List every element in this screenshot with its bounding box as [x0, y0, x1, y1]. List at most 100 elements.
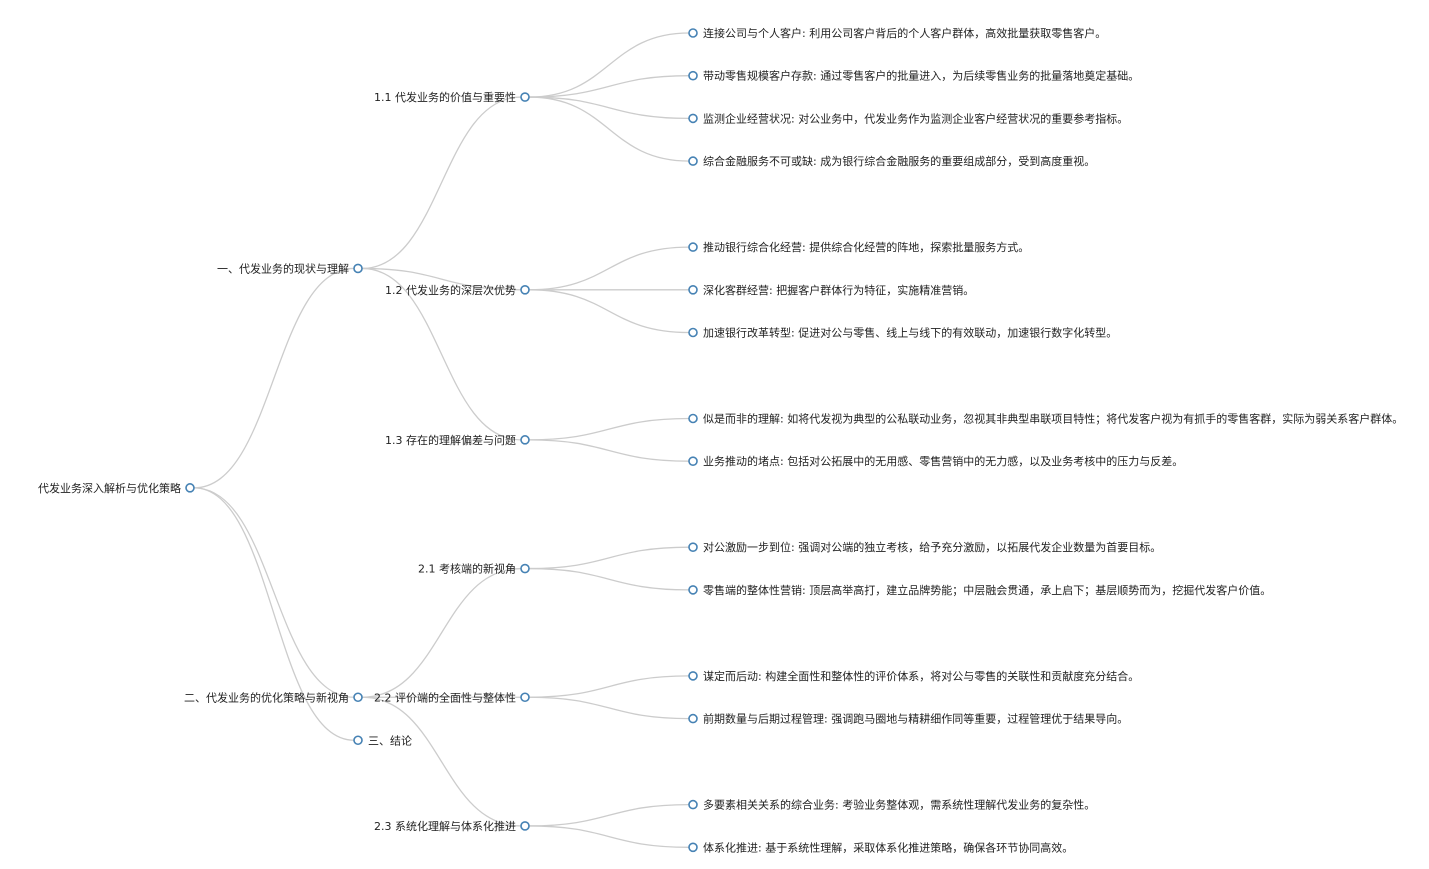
mindmap-link	[361, 696, 522, 827]
mindmap-link	[193, 267, 355, 489]
node-label: 监测企业经营状况: 对公业务中，代发业务作为监测企业客户经营状况的重要参考指标。	[703, 111, 1128, 125]
node-label: 二、代发业务的优化策略与新视角	[184, 690, 349, 704]
mindmap-link	[528, 567, 690, 591]
mindmap-link	[528, 675, 690, 698]
node-label: 零售端的整体性营销: 顶层高举高打，建立品牌势能；中层融会贯通，承上启下；基层顺…	[703, 583, 1271, 597]
mindmap-link	[361, 96, 522, 270]
mindmap-node[interactable]: 推动银行综合化经营: 提供综合化经营的阵地，探索批量服务方式。	[688, 240, 1029, 254]
mindmap-node[interactable]: 1.1 代发业务的价值与重要性	[374, 90, 530, 104]
node-dot[interactable]	[353, 735, 363, 746]
node-label: 连接公司与个人客户: 利用公司客户背后的个人客户群体，高效批量获取零售客户。	[703, 26, 1106, 40]
mindmap-link	[528, 75, 690, 98]
collapse-toggle-dot[interactable]	[185, 483, 195, 493]
node-label: 1.1 代发业务的价值与重要性	[374, 90, 516, 104]
node-label: 对公激励一步到位: 强调对公端的独立考核，给予充分激励，以拓展代发企业数量为首要…	[703, 540, 1161, 554]
mindmap-node[interactable]: 前期数量与后期过程管理: 强调跑马圈地与精耕细作同等重要，过程管理优于结果导向。	[688, 712, 1128, 726]
node-label: 前期数量与后期过程管理: 强调跑马圈地与精耕细作同等重要，过程管理优于结果导向。	[703, 712, 1128, 726]
mindmap-link	[528, 289, 690, 334]
node-label: 似是而非的理解: 如将代发视为典型的公私联动业务，忽视其非典型串联项目特性；将代…	[703, 412, 1403, 426]
mindmap-link	[528, 439, 690, 462]
mindmap-node[interactable]: 连接公司与个人客户: 利用公司客户背后的个人客户群体，高效批量获取零售客户。	[688, 26, 1106, 40]
node-label: 2.1 考核端的新视角	[418, 562, 516, 576]
mindmap-node[interactable]: 体系化推进: 基于系统性理解，采取体系化推进策略，确保各环节协同高效。	[688, 840, 1073, 854]
collapse-toggle-dot[interactable]	[353, 263, 363, 274]
mindmap-link	[528, 96, 690, 120]
mindmap-link	[361, 267, 522, 441]
mindmap-node[interactable]: 监测企业经营状况: 对公业务中，代发业务作为监测企业客户经营状况的重要参考指标。	[688, 111, 1128, 125]
node-label: 2.3 系统化理解与体系化推进	[374, 819, 516, 833]
mindmap-node[interactable]: 1.3 存在的理解偏差与问题	[385, 433, 530, 447]
mindmap-node[interactable]: 三、结论	[353, 733, 412, 747]
collapse-toggle-dot[interactable]	[520, 435, 530, 445]
mindmap-node[interactable]: 加速银行改革转型: 促进对公与零售、线上与线下的有效联动，加速银行数字化转型。	[688, 326, 1117, 340]
mindmap-node[interactable]: 零售端的整体性营销: 顶层高举高打，建立品牌势能；中层融会贯通，承上启下；基层顺…	[688, 583, 1271, 597]
mindmap-link	[193, 487, 355, 698]
node-label: 综合金融服务不可或缺: 成为银行综合金融服务的重要组成部分，受到高度重视。	[703, 154, 1095, 168]
mindmap-node[interactable]: 1.2 代发业务的深层次优势	[385, 283, 530, 297]
mindmap-link	[528, 825, 690, 848]
collapse-toggle-dot[interactable]	[520, 284, 530, 295]
mindmap-link	[193, 487, 355, 741]
node-label: 业务推动的堵点: 包括对公拓展中的无用感、零售营销中的无力感，以及业务考核中的压…	[703, 454, 1183, 468]
node-dot[interactable]	[688, 28, 698, 38]
mindmap-node[interactable]: 似是而非的理解: 如将代发视为典型的公私联动业务，忽视其非典型串联项目特性；将代…	[688, 412, 1403, 426]
node-label: 1.2 代发业务的深层次优势	[385, 283, 516, 297]
collapse-toggle-dot[interactable]	[353, 692, 363, 703]
mindmap-link	[528, 696, 690, 720]
mindmap-node[interactable]: 谋定而后动: 构建全面性和整体性的评价体系，将对公与零售的关联性和贡献度充分结合…	[688, 669, 1139, 683]
node-dot[interactable]	[688, 713, 698, 724]
node-dot[interactable]	[688, 842, 698, 853]
node-dot[interactable]	[688, 242, 698, 252]
node-label: 推动银行综合化经营: 提供综合化经营的阵地，探索批量服务方式。	[703, 240, 1029, 254]
mindmap-link	[361, 567, 522, 698]
mindmap-links	[193, 32, 690, 848]
mindmap-node[interactable]: 一、代发业务的现状与理解	[217, 261, 363, 275]
node-dot[interactable]	[688, 284, 698, 295]
node-dot[interactable]	[688, 542, 698, 553]
node-label: 1.3 存在的理解偏差与问题	[385, 433, 516, 447]
node-label: 加速银行改革转型: 促进对公与零售、线上与线下的有效联动，加速银行数字化转型。	[703, 326, 1117, 340]
collapse-toggle-dot[interactable]	[520, 92, 530, 102]
mindmap-node[interactable]: 多要素相关关系的综合业务: 考验业务整体观，需系统性理解代发业务的复杂性。	[688, 798, 1095, 812]
mindmap-link	[528, 96, 690, 162]
mindmap-link	[528, 803, 690, 827]
node-dot[interactable]	[688, 585, 698, 595]
node-dot[interactable]	[688, 113, 698, 124]
mindmap-node[interactable]: 2.2 评价端的全面性与整体性	[374, 690, 530, 704]
node-label: 深化客群经营: 把握客户群体行为特征，实施精准营销。	[703, 283, 974, 297]
mindmap-node[interactable]: 综合金融服务不可或缺: 成为银行综合金融服务的重要组成部分，受到高度重视。	[688, 154, 1095, 168]
node-dot[interactable]	[688, 156, 698, 166]
mindmap-link	[361, 267, 522, 291]
node-label: 代发业务深入解析与优化策略	[38, 481, 181, 495]
mindmap-link	[528, 246, 690, 291]
mindmap-nodes: 代发业务深入解析与优化策略 一、代发业务的现状与理解 1.1 代发业务的价值与重要性…	[38, 26, 1403, 854]
mindmap-node[interactable]: 对公激励一步到位: 强调对公端的独立考核，给予充分激励，以拓展代发企业数量为首要…	[688, 540, 1161, 554]
node-label: 三、结论	[368, 733, 412, 747]
mindmap-node[interactable]: 带动零售规模客户存款: 通过零售客户的批量进入，为后续零售业务的批量落地奠定基础…	[688, 69, 1139, 83]
mindmap-node[interactable]: 2.3 系统化理解与体系化推进	[374, 819, 530, 833]
collapse-toggle-dot[interactable]	[520, 563, 530, 574]
node-label: 体系化推进: 基于系统性理解，采取体系化推进策略，确保各环节协同高效。	[703, 840, 1073, 854]
node-dot[interactable]	[688, 456, 698, 467]
node-label: 一、代发业务的现状与理解	[217, 261, 349, 275]
mindmap-root-node[interactable]: 代发业务深入解析与优化策略	[38, 481, 195, 495]
mindmap-node[interactable]: 业务推动的堵点: 包括对公拓展中的无用感、零售营销中的无力感，以及业务考核中的压…	[688, 454, 1183, 468]
node-label: 2.2 评价端的全面性与整体性	[374, 690, 516, 704]
collapse-toggle-dot[interactable]	[520, 692, 530, 703]
collapse-toggle-dot[interactable]	[520, 821, 530, 831]
node-label: 多要素相关关系的综合业务: 考验业务整体观，需系统性理解代发业务的复杂性。	[703, 798, 1095, 812]
node-dot[interactable]	[688, 327, 698, 338]
node-dot[interactable]	[688, 799, 698, 810]
mindmap-link	[528, 417, 690, 441]
node-label: 谋定而后动: 构建全面性和整体性的评价体系，将对公与零售的关联性和贡献度充分结合…	[703, 669, 1139, 683]
node-label: 带动零售规模客户存款: 通过零售客户的批量进入，为后续零售业务的批量落地奠定基础…	[703, 69, 1139, 83]
node-dot[interactable]	[688, 70, 698, 81]
mindmap-node[interactable]: 2.1 考核端的新视角	[418, 562, 530, 576]
mindmap-node[interactable]: 深化客群经营: 把握客户群体行为特征，实施精准营销。	[688, 283, 974, 297]
mindmap-link	[528, 32, 690, 98]
node-dot[interactable]	[688, 671, 698, 681]
mindmap-node[interactable]: 二、代发业务的优化策略与新视角	[184, 690, 363, 704]
mindmap-link	[528, 546, 690, 570]
node-dot[interactable]	[688, 413, 698, 424]
